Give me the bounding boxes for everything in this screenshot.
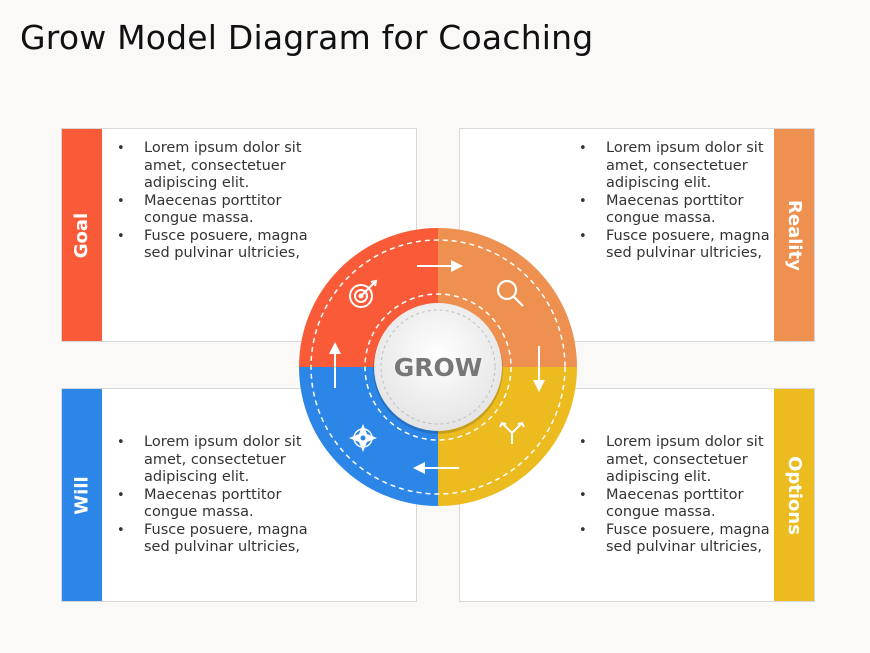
- options-bullet: Fusce posuere, magna sed pulvinar ultric…: [579, 522, 786, 557]
- inner-dashed-ring: [364, 293, 512, 441]
- fork-arrows-icon: [499, 421, 525, 444]
- reality-bullet: Lorem ipsum dolor sit amet, consectetuer…: [579, 140, 786, 193]
- reality-bullet: Fusce posuere, magna sed pulvinar ultric…: [579, 228, 786, 263]
- will-bullet: Lorem ipsum dolor sit amet, consectetuer…: [117, 434, 324, 487]
- options-bullet-list: Lorem ipsum dolor sit amet, consectetuer…: [578, 434, 786, 557]
- goal-bullet-list: Lorem ipsum dolor sit amet, consectetuer…: [116, 140, 324, 263]
- reality-bullet-list: Lorem ipsum dolor sit amet, consectetuer…: [578, 140, 786, 263]
- will-bullet-list: Lorem ipsum dolor sit amet, consectetuer…: [116, 434, 324, 557]
- reality-card: Reality Lorem ipsum dolor sit amet, cons…: [459, 128, 815, 342]
- goal-bullet: Fusce posuere, magna sed pulvinar ultric…: [117, 228, 324, 263]
- reality-bullet: Maecenas porttitor congue massa.: [579, 193, 786, 228]
- outer-dashed-ring: [310, 239, 566, 495]
- will-tab: Will: [62, 389, 102, 601]
- grow-wheel: GROW: [299, 228, 577, 506]
- will-bullet: Fusce posuere, magna sed pulvinar ultric…: [117, 522, 324, 557]
- goal-bullet: Lorem ipsum dolor sit amet, consectetuer…: [117, 140, 324, 193]
- compass-icon: [349, 424, 377, 452]
- target-icon: [349, 279, 378, 308]
- goal-tab: Goal: [62, 129, 102, 341]
- page-title: Grow Model Diagram for Coaching: [20, 18, 594, 57]
- hub-circle: [374, 303, 502, 431]
- options-bullet: Maecenas porttitor congue massa.: [579, 487, 786, 522]
- reality-label: Reality: [783, 199, 805, 271]
- goal-label: Goal: [71, 212, 93, 258]
- center-label: GROW: [394, 353, 483, 382]
- hub-dashed-ring: [380, 309, 496, 425]
- goal-bullet: Maecenas porttitor congue massa.: [117, 193, 324, 228]
- will-bullet: Maecenas porttitor congue massa.: [117, 487, 324, 522]
- magnifier-icon: [496, 279, 524, 307]
- will-label: Will: [71, 475, 93, 515]
- options-bullet: Lorem ipsum dolor sit amet, consectetuer…: [579, 434, 786, 487]
- goal-card: Goal Lorem ipsum dolor sit amet, consect…: [61, 128, 417, 342]
- options-label: Options: [783, 455, 805, 535]
